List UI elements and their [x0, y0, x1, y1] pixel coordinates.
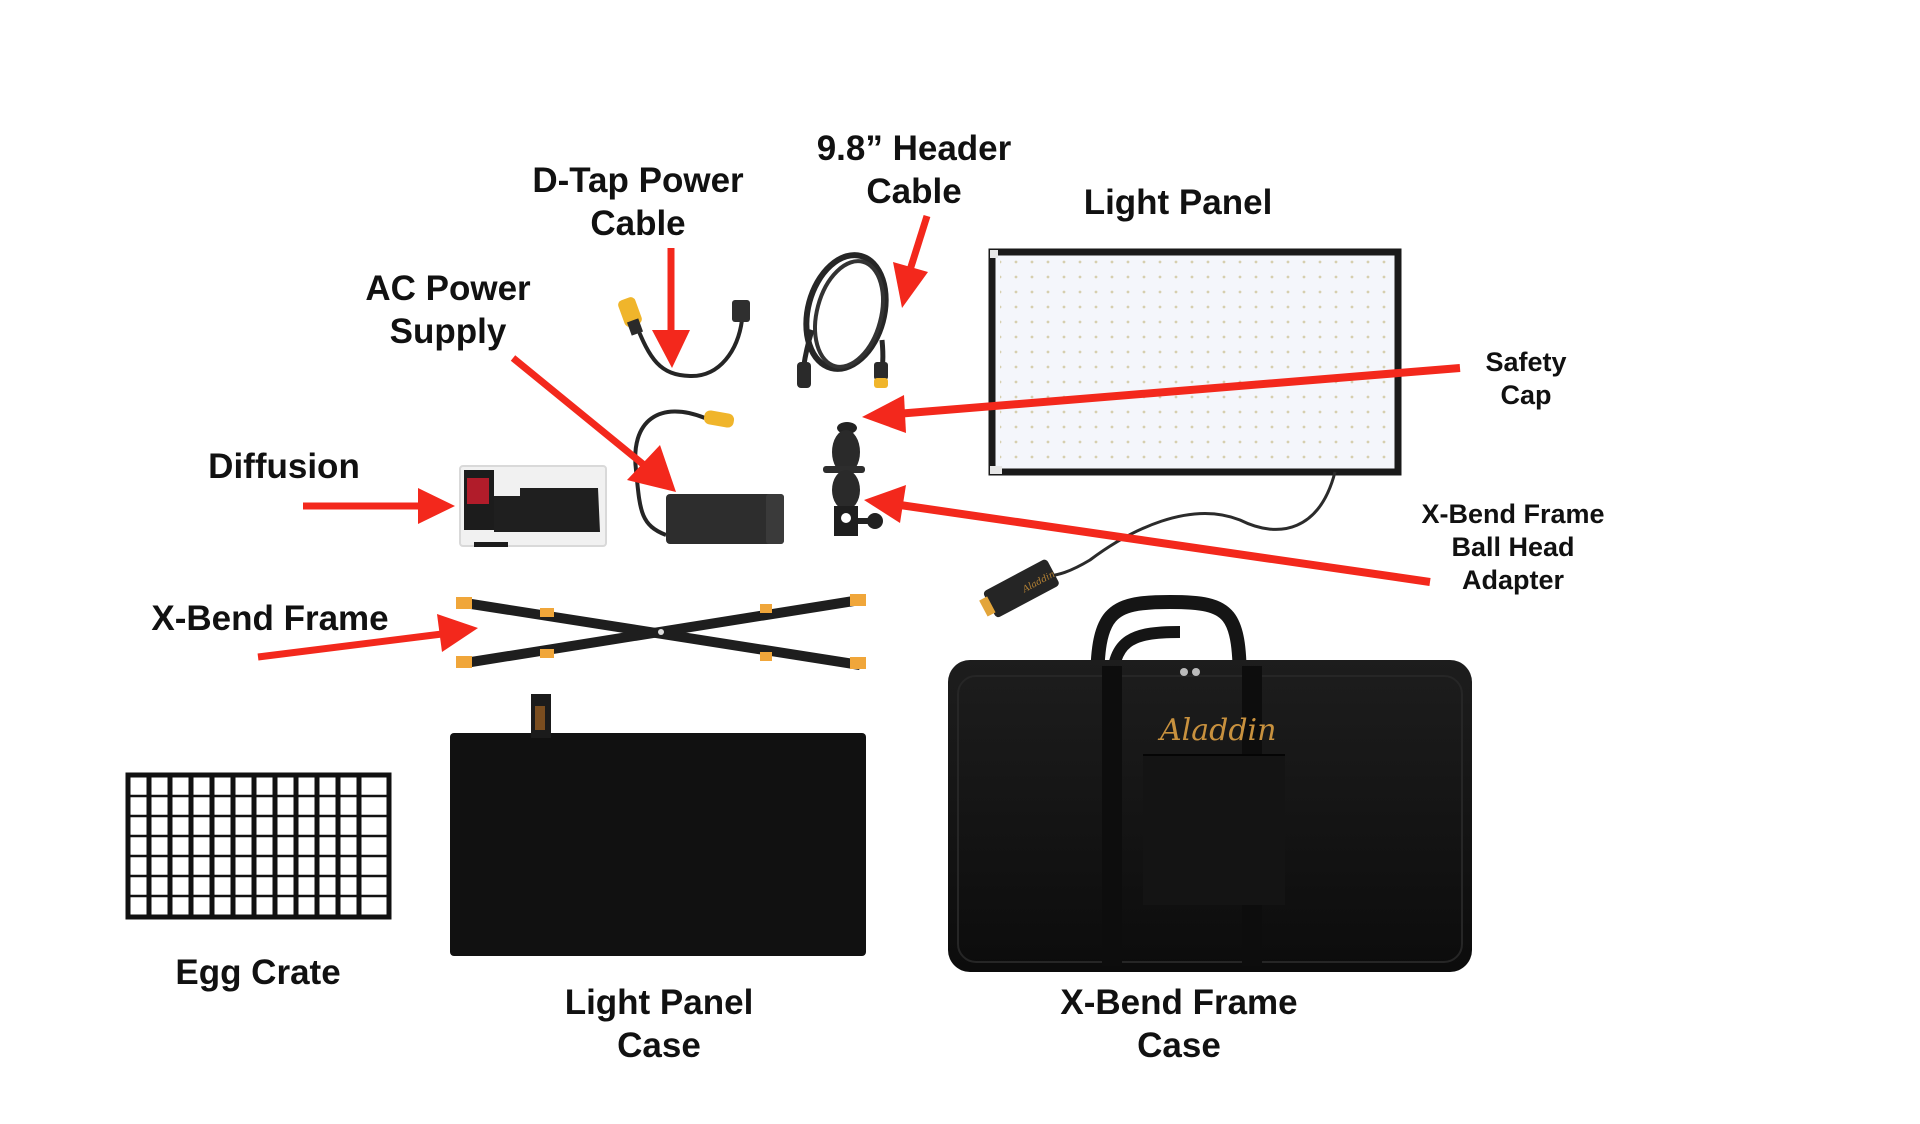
label-line: AC Power: [365, 269, 531, 308]
label-line: Diffusion: [208, 447, 360, 486]
label-safety-cap: Safety Cap: [1485, 346, 1566, 412]
label-line: X-Bend Frame: [1060, 983, 1298, 1022]
label-light-panel-case: Light Panel Case: [565, 982, 754, 1067]
light-panel-case-image: [450, 694, 866, 956]
arrow-ball-head: [864, 485, 1431, 586]
arrow-safety-cap: [862, 364, 1461, 433]
arrows: [257, 214, 1461, 661]
aladdin-logo: Aladdin: [1157, 713, 1276, 748]
label-line: X-Bend Frame: [151, 599, 389, 638]
label-dtap-power-cable: D-Tap Power Cable: [532, 160, 743, 245]
label-line: D-Tap Power: [532, 161, 744, 200]
label-x-bend-frame: X-Bend Frame: [151, 598, 388, 641]
ball-head-adapter-image: [823, 422, 883, 536]
label-ac-power-supply: AC Power Supply: [365, 268, 530, 353]
label-line: Adapter: [1461, 564, 1565, 595]
dtap-cable-image: [618, 297, 750, 379]
label-diffusion: Diffusion: [208, 446, 360, 489]
label-line: X-Bend Frame: [1421, 499, 1605, 529]
label-line: Case: [1137, 1025, 1221, 1065]
light-panel-image: Aladdin: [979, 248, 1402, 618]
egg-crate-image: [125, 772, 392, 920]
label-egg-crate: Egg Crate: [175, 952, 340, 995]
label-line: Ball Head: [1451, 531, 1575, 562]
header-cable-image: [797, 252, 889, 388]
arrow-x-bend-frame: [257, 614, 478, 661]
x-bend-frame-case-image: Aladdin: [948, 594, 1472, 972]
label-ball-head-adapter: X-Bend Frame Ball Head Adapter: [1421, 498, 1604, 597]
ac-power-supply-image: [633, 409, 784, 544]
label-line: Light Panel: [564, 983, 754, 1022]
label-x-bend-frame-case: X-Bend Frame Case: [1060, 982, 1297, 1067]
arrow-header-cable: [893, 214, 931, 308]
label-light-panel: Light Panel: [1084, 182, 1273, 225]
label-line: Supply: [389, 311, 507, 351]
label-line: Cap: [1500, 379, 1552, 410]
x-bend-frame-image: [456, 594, 866, 670]
label-line: 9.8” Header: [816, 129, 1012, 168]
arrow-diffusion: [303, 488, 455, 524]
label-line: Cable: [866, 171, 962, 211]
label-line: Safety: [1485, 347, 1567, 377]
arrow-ac-power: [510, 355, 676, 492]
arrow-dtap: [652, 248, 690, 368]
label-line: Egg Crate: [175, 953, 341, 992]
diffusion-image: [459, 465, 607, 547]
label-line: Case: [617, 1025, 701, 1065]
label-header-cable: 9.8” Header Cable: [817, 128, 1012, 213]
label-line: Cable: [590, 203, 686, 243]
label-line: Light Panel: [1083, 183, 1273, 222]
